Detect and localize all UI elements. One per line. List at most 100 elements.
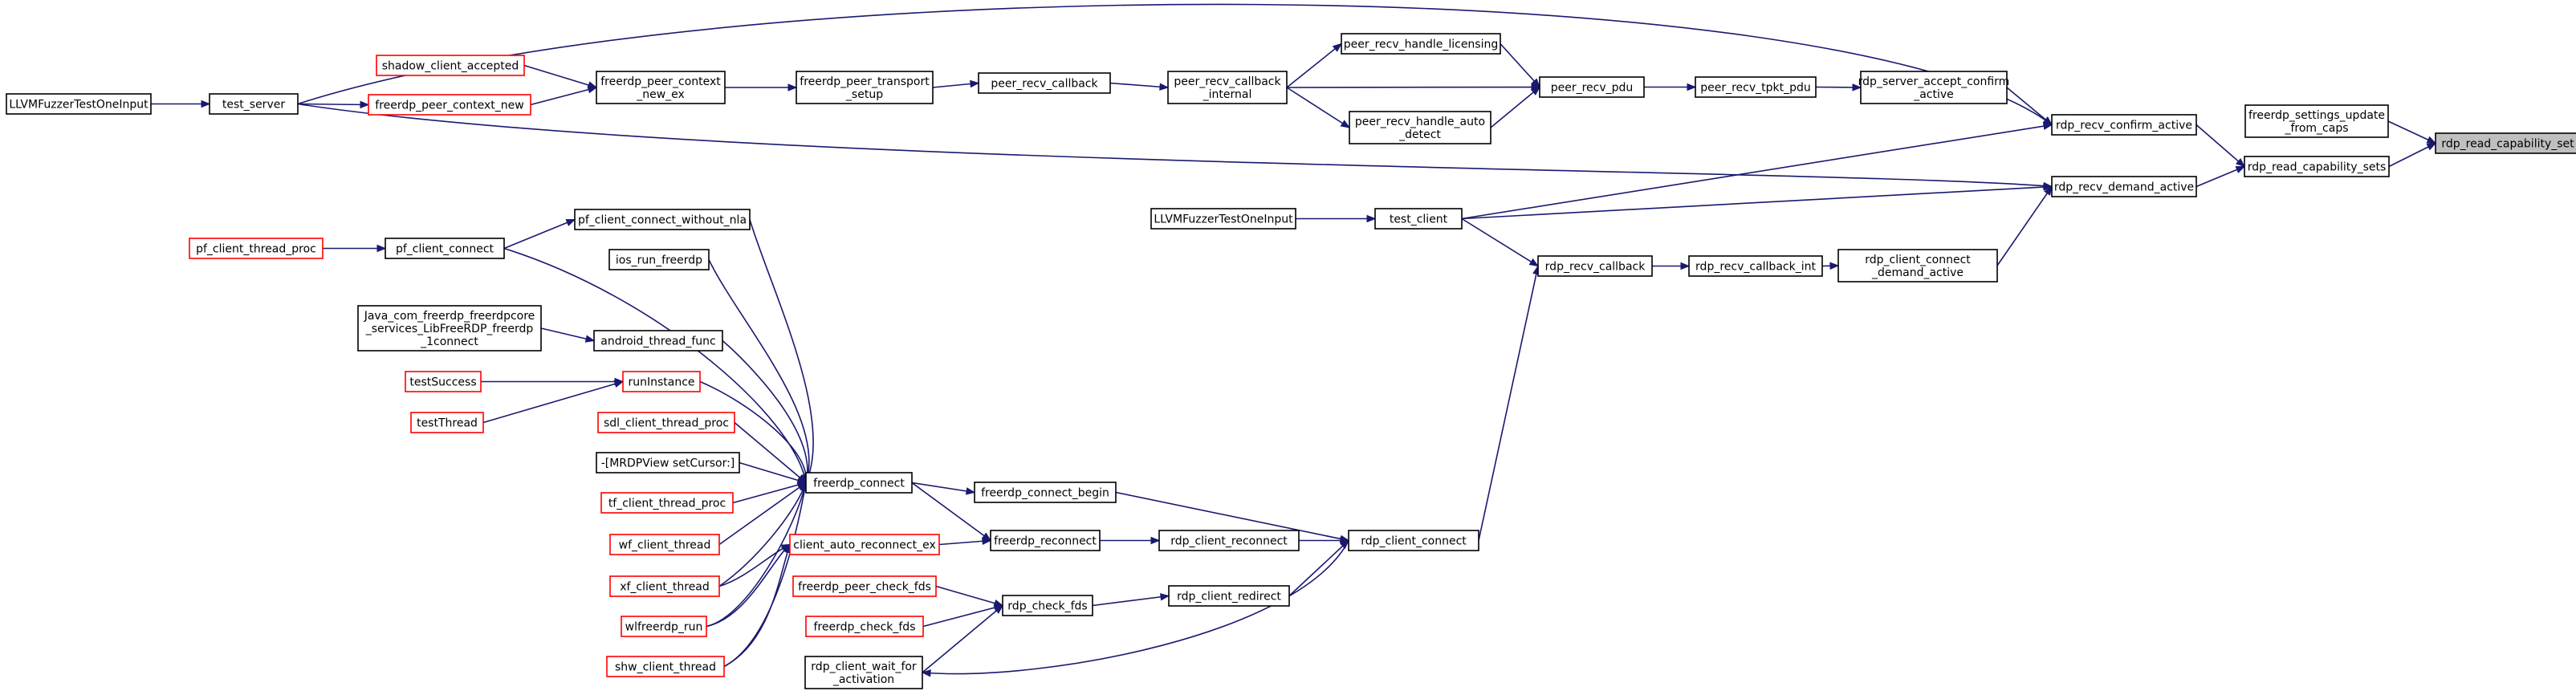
node-rdp-recv-demand-active[interactable]: rdp_recv_demand_active — [2051, 176, 2197, 197]
node-box — [1688, 255, 1823, 277]
node-peer-recv-pdu[interactable]: peer_recv_pdu — [1539, 76, 1645, 98]
node-rdp-server-accept-confirm-active[interactable]: rdp_server_accept_confirm_active — [1858, 71, 2010, 104]
node-label: rdp_client_reconnect — [1170, 535, 1288, 548]
node-pf-client-connect[interactable]: pf_client_connect — [385, 238, 505, 259]
node-llvm-fuzzer-2[interactable]: LLVMFuzzerTestOneInput — [1150, 208, 1296, 230]
node-client-auto-reconnect-ex[interactable]: client_auto_reconnect_ex — [789, 534, 940, 555]
node-label: rdp_recv_demand_active — [2054, 181, 2194, 194]
node-rdp-read-capability-sets[interactable]: rdp_read_capability_sets — [2244, 156, 2390, 177]
node-freerdp-peer-check-fds[interactable]: freerdp_peer_check_fds — [792, 575, 937, 597]
node-box — [189, 238, 324, 259]
graph-arrowheads — [201, 43, 2437, 677]
node-mrdpview-setcursor[interactable]: -[MRDPView setCursor:] — [596, 452, 740, 473]
node-pf-client-thread-proc[interactable]: pf_client_thread_proc — [189, 238, 324, 259]
node-rdp-client-redirect[interactable]: rdp_client_redirect — [1168, 585, 1290, 607]
edge-rdp-server-accept-confirm-active-to-rdp-recv-confirm-active — [2006, 87, 2053, 126]
arrowhead — [2042, 122, 2053, 130]
node-android-thread-func[interactable]: android_thread_func — [593, 330, 723, 352]
node-label: client_auto_reconnect_ex — [793, 539, 935, 552]
edge-rdp-read-capability-sets-to-rdp-read-capability-set — [2388, 142, 2436, 168]
node-label: testSuccess — [409, 376, 476, 389]
edge-client-auto-reconnect-ex-to-freerdp-reconnect — [938, 539, 991, 546]
node-test-server[interactable]: test_server — [209, 93, 299, 115]
edge-freerdp-connect-begin-to-rdp-client-connect — [1115, 491, 1349, 542]
node-label: _internal — [1203, 88, 1252, 101]
node-rdp-recv-callback[interactable]: rdp_recv_callback — [1537, 255, 1653, 277]
node-label: wf_client_thread — [619, 539, 711, 552]
node-rdp-recv-callback-int[interactable]: rdp_recv_callback_int — [1688, 255, 1823, 277]
edge-android-thread-func-to-freerdp-connect — [722, 339, 808, 483]
node-rdp-check-fds[interactable]: rdp_check_fds — [1002, 595, 1093, 616]
node-label: rdp_client_connect — [1865, 254, 1971, 266]
node-freerdp-connect-begin[interactable]: freerdp_connect_begin — [974, 482, 1117, 503]
node-box — [805, 472, 913, 494]
arrowhead — [1829, 262, 1840, 270]
edge-shw-client-thread-to-client-auto-reconnect-ex — [723, 544, 791, 668]
node-box — [1341, 33, 1501, 55]
node-freerdp-connect[interactable]: freerdp_connect — [805, 472, 913, 494]
edge-rdp-client-wait-for-activation-to-rdp-check-fds — [922, 604, 1003, 673]
edge-rdp-check-fds-to-rdp-client-redirect — [1092, 595, 1170, 607]
node-label: rdp_client_wait_for — [811, 660, 917, 673]
node-box — [1158, 530, 1300, 551]
node-box — [606, 656, 725, 677]
node-xf-client-thread[interactable]: xf_client_thread — [609, 575, 720, 597]
arrowhead — [201, 100, 211, 108]
node-sdl-client-thread-proc[interactable]: sdl_client_thread_proc — [597, 412, 735, 433]
node-test-client[interactable]: test_client — [1374, 208, 1463, 230]
node-box — [1539, 76, 1645, 98]
arrowhead — [376, 244, 387, 253]
node-box — [974, 482, 1117, 503]
node-java-com-freerdp[interactable]: Java_com_freerdp_freerdpcore_services_Li… — [357, 305, 542, 352]
node-rdp-client-reconnect[interactable]: rdp_client_reconnect — [1158, 530, 1300, 551]
node-label: peer_recv_handle_licensing — [1344, 39, 1499, 51]
edge-peer-recv-callback-to-peer-recv-callback-internal — [1109, 82, 1169, 88]
node-runInstance[interactable]: runInstance — [622, 371, 701, 392]
arrowhead — [2426, 142, 2437, 151]
node-box — [789, 534, 940, 555]
node-label: freerdp_peer_context — [600, 75, 721, 88]
node-freerdp-check-fds[interactable]: freerdp_check_fds — [805, 616, 924, 637]
node-label: _from_caps — [2284, 122, 2348, 135]
node-wf-client-thread[interactable]: wf_client_thread — [609, 534, 720, 555]
node-freerdp-peer-context-new[interactable]: freerdp_peer_context_new — [368, 94, 531, 116]
node-pf-client-connect-without-nla[interactable]: pf_client_connect_without_nla — [574, 209, 751, 230]
node-shw-client-thread[interactable]: shw_client_thread — [606, 656, 725, 677]
node-label: _setup — [845, 88, 883, 101]
node-peer-recv-callback-internal[interactable]: peer_recv_callback_internal — [1167, 71, 1288, 104]
node-rdp-client-connect-demand-active[interactable]: rdp_client_connect_demand_active — [1837, 249, 1998, 282]
node-shadow-client-accepted[interactable]: shadow_client_accepted — [376, 55, 525, 76]
arrowhead — [2235, 165, 2246, 173]
node-wlfreerdp-run[interactable]: wlfreerdp_run — [621, 616, 707, 637]
node-testThread[interactable]: testThread — [410, 412, 484, 433]
node-label: test_server — [222, 99, 285, 112]
node-freerdp-reconnect[interactable]: freerdp_reconnect — [990, 530, 1101, 551]
edge-java-com-freerdp-to-android-thread-func — [540, 327, 595, 342]
edge-test-client-to-rdp-recv-callback — [1461, 217, 1539, 267]
node-freerdp-peer-context-new-ex[interactable]: freerdp_peer_context_new_ex — [596, 71, 726, 104]
node-label: _activation — [832, 673, 894, 686]
node-peer-recv-callback[interactable]: peer_recv_callback — [978, 72, 1111, 94]
node-peer-recv-handle-licensing[interactable]: peer_recv_handle_licensing — [1341, 33, 1501, 55]
arrowhead — [1340, 539, 1349, 550]
node-peer-recv-tpkt-pdu[interactable]: peer_recv_tpkt_pdu — [1695, 76, 1817, 98]
node-peer-recv-handle-auto-detect[interactable]: peer_recv_handle_auto_detect — [1349, 111, 1491, 144]
node-label: freerdp_peer_transport — [800, 75, 930, 88]
node-label: _detect — [1398, 128, 1441, 141]
node-rdp-client-wait-for-activation[interactable]: rdp_client_wait_for_activation — [804, 656, 923, 689]
edge-test-server-to-rdp-recv-demand-active — [297, 103, 2053, 188]
edge-freerdp-peer-context-new-to-freerdp-peer-context-new-ex — [530, 87, 597, 106]
node-rdp-read-capability-set[interactable]: rdp_read_capability_set — [2435, 132, 2576, 154]
node-freerdp-settings-update-from-caps[interactable]: freerdp_settings_update_from_caps — [2244, 104, 2389, 138]
node-box — [796, 71, 934, 104]
node-llvm-fuzzer-1[interactable]: LLVMFuzzerTestOneInput — [6, 93, 152, 115]
node-ios-run-freerdp[interactable]: ios_run_freerdp — [608, 249, 710, 270]
node-label: rdp_check_fds — [1007, 600, 1087, 613]
node-label: shadow_client_accepted — [382, 60, 519, 73]
node-tf-client-thread-proc[interactable]: tf_client_thread_proc — [600, 492, 734, 514]
node-rdp-client-connect[interactable]: rdp_client_connect — [1348, 530, 1479, 551]
node-testSuccess[interactable]: testSuccess — [405, 371, 482, 392]
node-rdp-recv-confirm-active[interactable]: rdp_recv_confirm_active — [2051, 114, 2197, 136]
arrowhead — [2426, 136, 2437, 144]
node-freerdp-peer-transport-setup[interactable]: freerdp_peer_transport_setup — [796, 71, 934, 104]
